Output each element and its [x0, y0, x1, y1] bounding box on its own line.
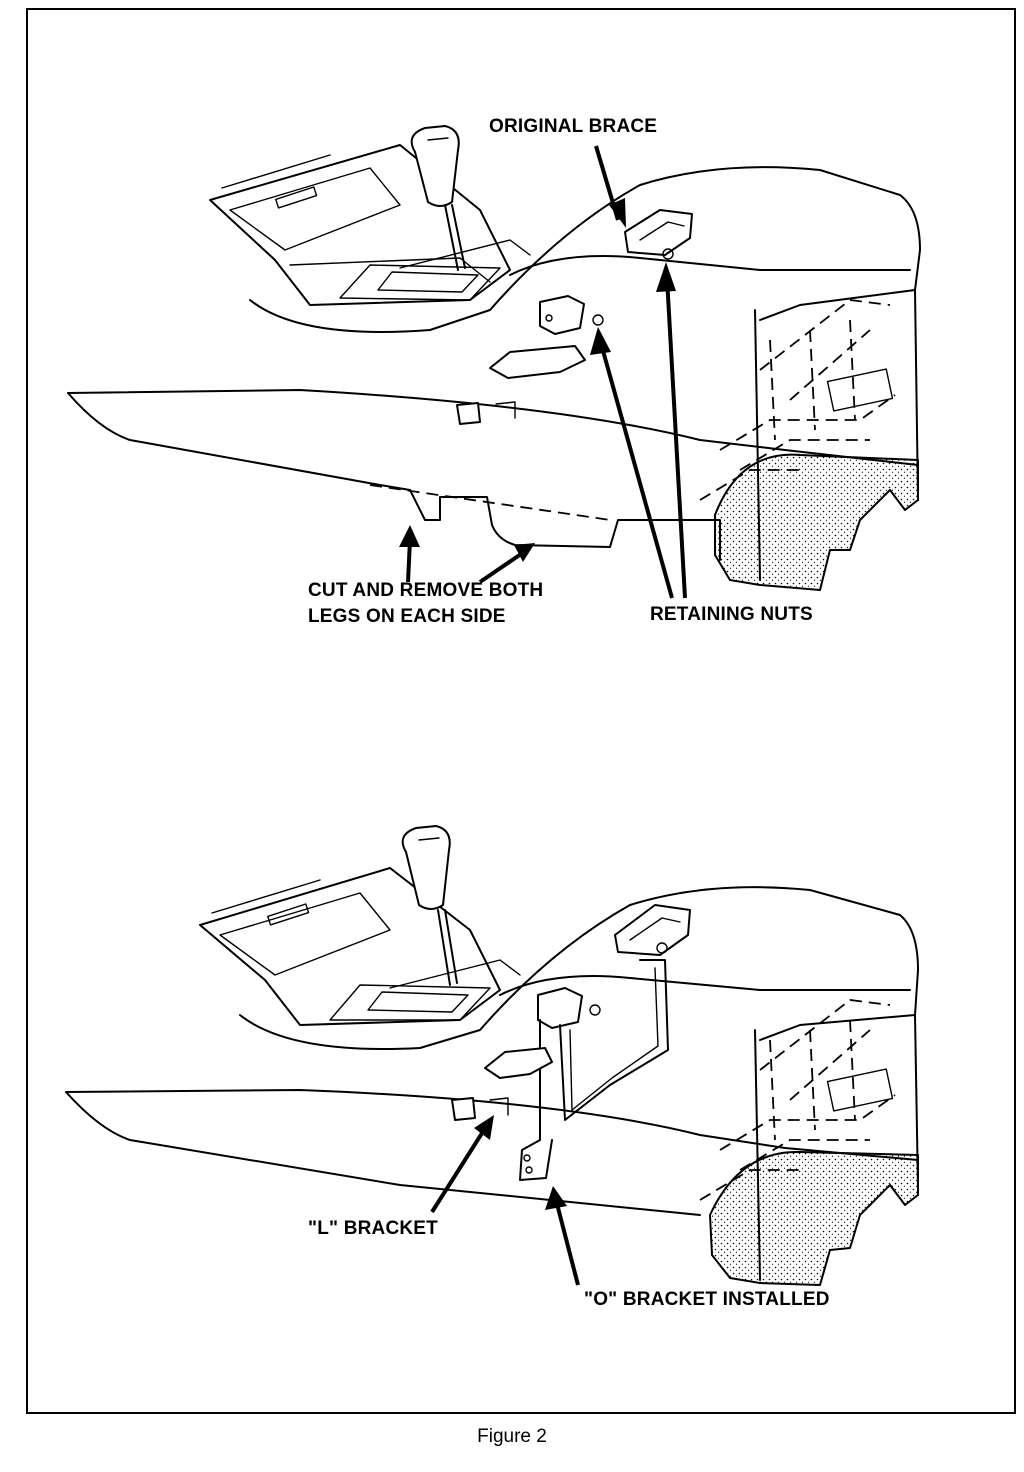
top-arrows — [399, 145, 687, 599]
label-l-bracket: "L" BRACKET — [308, 1218, 438, 1239]
label-cut-and-remove: CUT AND REMOVE BOTH LEGS ON EACH SIDE — [308, 580, 544, 627]
original-brace-lower — [614, 904, 691, 956]
l-bracket — [451, 1047, 553, 1121]
console-top-view — [67, 125, 921, 591]
console-bottom-view — [65, 825, 919, 1286]
o-bracket — [519, 959, 669, 1181]
side-brackets — [456, 295, 604, 425]
gear-shift-knob — [410, 125, 466, 271]
label-original-brace: ORIGINAL BRACE — [489, 116, 658, 137]
gear-shift-knob-lower — [401, 825, 458, 986]
original-brace — [624, 209, 693, 260]
label-retaining-nuts: RETAINING NUTS — [650, 604, 813, 625]
figure-frame — [26, 8, 1016, 1414]
bottom-arrows — [430, 1115, 580, 1286]
label-o-bracket-installed: "O" BRACKET INSTALLED — [584, 1289, 830, 1310]
figure-caption: Figure 2 — [477, 1426, 547, 1447]
